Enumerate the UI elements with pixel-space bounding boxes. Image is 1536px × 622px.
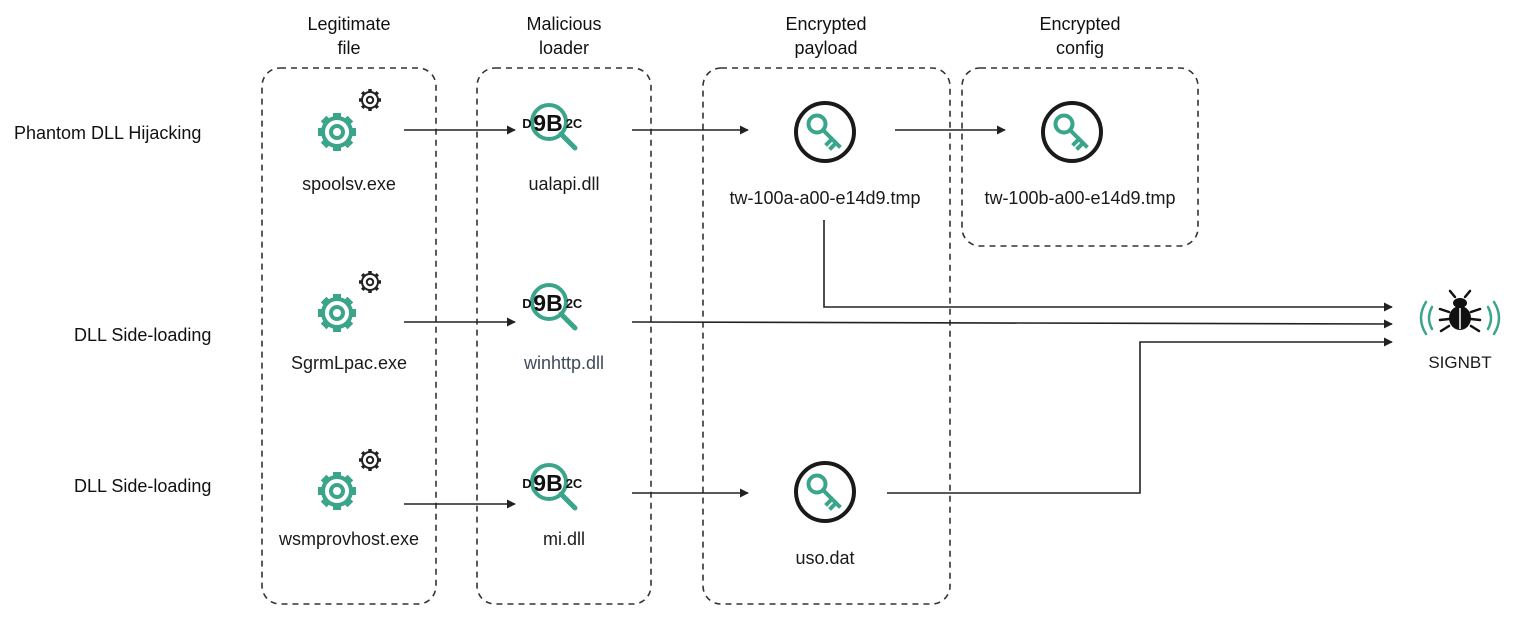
loader-column-box <box>476 67 652 605</box>
payload-icons <box>794 101 1103 523</box>
column-boxes <box>261 67 1199 605</box>
loader-logo-right: 2C <box>566 296 583 311</box>
config-column-box <box>961 67 1199 247</box>
arrow-loader-to-signbt-row2 <box>631 319 1393 329</box>
payload-file-name: tw-100a-a00-e14d9.tmp <box>729 188 921 208</box>
gear-icon <box>318 447 383 510</box>
loader-logo-main: 9B <box>533 470 562 496</box>
legit-file-column-box <box>261 67 437 605</box>
config-file-name: tw-100b-a00-e14d9.tmp <box>984 188 1176 208</box>
row-label-technique: DLL Side-loading <box>74 476 212 496</box>
row-label-technique: Phantom DLL Hijacking <box>14 123 202 143</box>
key-icon <box>794 461 856 523</box>
loader-logo-main: 9B <box>533 290 562 316</box>
payload-column-box <box>702 67 951 605</box>
bug-signal-icon <box>1419 289 1501 336</box>
row-label-technique: DLL Side-loading <box>74 325 212 345</box>
loader-logo-icon: D 9B 2C <box>522 285 583 328</box>
flow-arrows <box>404 125 1393 509</box>
column-header-encrypted-payload: Encrypted payload <box>785 14 867 58</box>
legit-file-name: SgrmLpac.exe <box>290 353 408 373</box>
gear-icon <box>318 87 383 151</box>
gear-icon <box>318 269 383 332</box>
legit-file-name: wsmprovhost.exe <box>278 529 420 549</box>
payload-file-name: uso.dat <box>795 548 855 568</box>
loader-logo-main: 9B <box>533 110 562 136</box>
column-header-legitimate-file: Legitimate file <box>307 14 391 58</box>
loader-file-name: mi.dll <box>542 529 585 549</box>
loader-logo-icon: D 9B 2C <box>522 105 583 148</box>
legit-file-icons <box>318 87 383 510</box>
arrow-payload-to-signbt-row1 <box>823 220 1393 312</box>
key-icon <box>1041 101 1103 163</box>
column-header-malicious-loader: Malicious loader <box>526 14 602 58</box>
loader-logo-left: D <box>522 116 531 131</box>
arrow-payload-to-signbt-row3 <box>887 337 1393 494</box>
legit-file-name: spoolsv.exe <box>302 174 396 194</box>
loader-logo-icon: D 9B 2C <box>522 465 583 508</box>
target-label: SIGNBT <box>1428 353 1492 372</box>
loader-file-name: ualapi.dll <box>528 174 600 194</box>
loader-file-name: winhttp.dll <box>523 353 605 373</box>
loader-icons: D 9B 2C D 9B 2C D 9B 2C <box>522 105 583 508</box>
loader-logo-right: 2C <box>566 476 583 491</box>
loader-logo-right: 2C <box>566 116 583 131</box>
column-header-encrypted-config: Encrypted config <box>1039 14 1121 58</box>
loader-logo-left: D <box>522 476 531 491</box>
key-icon <box>794 101 856 163</box>
loader-logo-left: D <box>522 296 531 311</box>
